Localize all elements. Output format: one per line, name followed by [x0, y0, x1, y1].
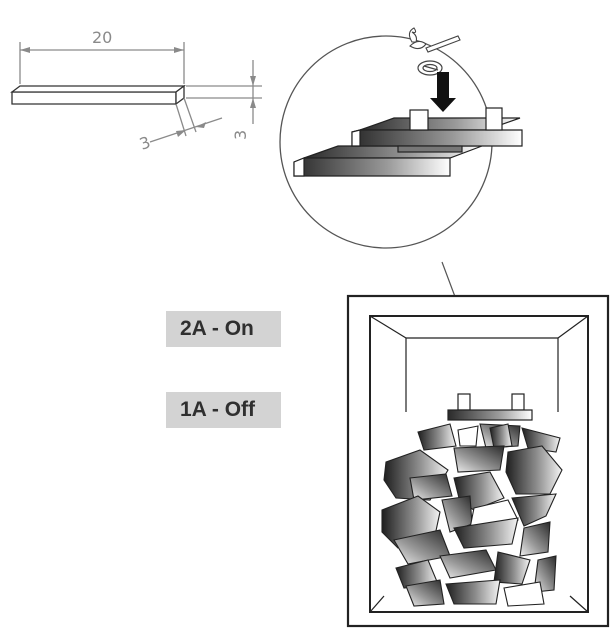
cabinet-inner: [369, 315, 589, 613]
thickness-label: 3: [231, 130, 250, 140]
hammer-icon: [408, 27, 461, 53]
rock-pile: [381, 423, 563, 607]
coil-icon: [417, 60, 443, 76]
down-arrow-icon: [430, 72, 456, 112]
width-label: 3: [137, 132, 153, 153]
label-2a-on: 2A - On: [166, 311, 281, 347]
bar-front: [11, 91, 177, 105]
bar-top: [10, 85, 186, 93]
dimension-drawing: [10, 42, 262, 143]
cabinet-plate: [447, 393, 533, 421]
label-1a-off: 1A - Off: [166, 392, 281, 428]
length-label: 20: [92, 28, 112, 47]
magnified-plates: [293, 107, 523, 177]
